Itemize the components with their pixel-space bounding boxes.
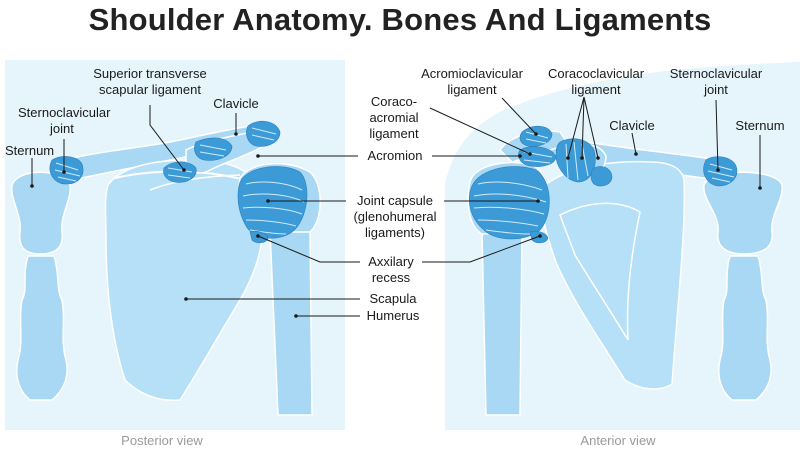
- label-sternoclavicular-left-1: Sternoclavicular: [18, 105, 111, 120]
- sternum-right-bone: [703, 171, 783, 401]
- joint-capsule-left: [237, 166, 308, 239]
- label-coracoclavicular-1: Coracoclavicular: [548, 66, 645, 81]
- sternoclavicular-right-ligament: [703, 156, 738, 187]
- coracoclavicular-left-ligament: [194, 137, 233, 161]
- scapula-anterior-bone: [539, 160, 686, 390]
- label-acromioclavicular-2: ligament: [447, 82, 497, 97]
- label-sternoclavicular-right-1: Sternoclavicular: [670, 66, 763, 81]
- sternoclavicular-left-ligament: [49, 156, 84, 185]
- sternum-left-bone: [11, 171, 71, 401]
- label-coracoclavicular-2: ligament: [571, 82, 621, 97]
- superior-transverse-ligament-left: [163, 161, 197, 183]
- label-superior-transverse-2: scapular ligament: [99, 82, 201, 97]
- label-joint-capsule-3: ligaments): [365, 225, 425, 240]
- label-coracoacromial-1: Coraco-: [371, 94, 417, 109]
- label-scapula: Scapula: [370, 291, 418, 306]
- label-axillary-1: Axxilary: [368, 254, 414, 269]
- label-joint-capsule-2: (glenohumeral: [353, 209, 436, 224]
- label-superior-transverse-1: Superior transverse: [93, 66, 206, 81]
- label-posterior-view: Posterior view: [121, 433, 203, 448]
- label-axillary-2: recess: [372, 270, 411, 285]
- label-anterior-view: Anterior view: [580, 433, 656, 448]
- label-humerus: Humerus: [367, 308, 420, 323]
- label-acromioclavicular-1: Acromioclavicular: [421, 66, 524, 81]
- leader-lines: [30, 96, 762, 318]
- label-coracoacromial-2: acromial: [369, 110, 418, 125]
- label-sternoclavicular-left-2: joint: [49, 121, 74, 136]
- label-sternoclavicular-right-2: joint: [703, 82, 728, 97]
- label-clavicle-left: Clavicle: [213, 96, 259, 111]
- labels: Sternum Sternoclavicular joint Superior …: [5, 66, 785, 448]
- label-coracoacromial-3: ligament: [369, 126, 419, 141]
- label-joint-capsule-1: Joint capsule: [357, 193, 433, 208]
- label-acromion: Acromion: [368, 148, 423, 163]
- acromioclavicular-left-ligament: [246, 120, 281, 147]
- label-clavicle-right: Clavicle: [609, 118, 655, 133]
- label-sternum-left: Sternum: [5, 143, 54, 158]
- acromioclavicular-right-ligament: [519, 125, 553, 147]
- label-sternum-right: Sternum: [735, 118, 784, 133]
- coracoclavicular-right-ligament: [555, 138, 613, 187]
- page-title: Shoulder Anatomy. Bones And Ligaments: [88, 2, 712, 37]
- joint-capsule-right: [469, 166, 550, 240]
- anterior-view: [467, 125, 783, 416]
- coracoacromial-right-ligament: [518, 146, 557, 167]
- posterior-view: [11, 120, 321, 416]
